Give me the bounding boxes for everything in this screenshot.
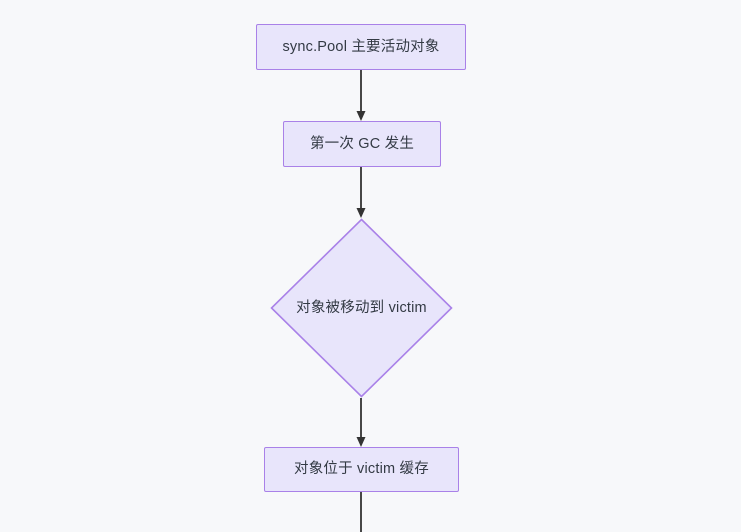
- flow-node-moved-to-victim[interactable]: 对象被移动到 victim: [270, 218, 453, 398]
- flow-node-label: sync.Pool 主要活动对象: [282, 38, 440, 55]
- flow-node-label: 第一次 GC 发生: [309, 135, 415, 152]
- flow-node-sync-pool-active-objects[interactable]: sync.Pool 主要活动对象: [256, 24, 466, 70]
- flow-node-label: 对象位于 victim 缓存: [294, 461, 429, 478]
- diamond-shape: [270, 218, 453, 398]
- flow-node-first-gc[interactable]: 第一次 GC 发生: [283, 121, 441, 167]
- flow-node-object-in-victim-cache[interactable]: 对象位于 victim 缓存: [264, 447, 459, 492]
